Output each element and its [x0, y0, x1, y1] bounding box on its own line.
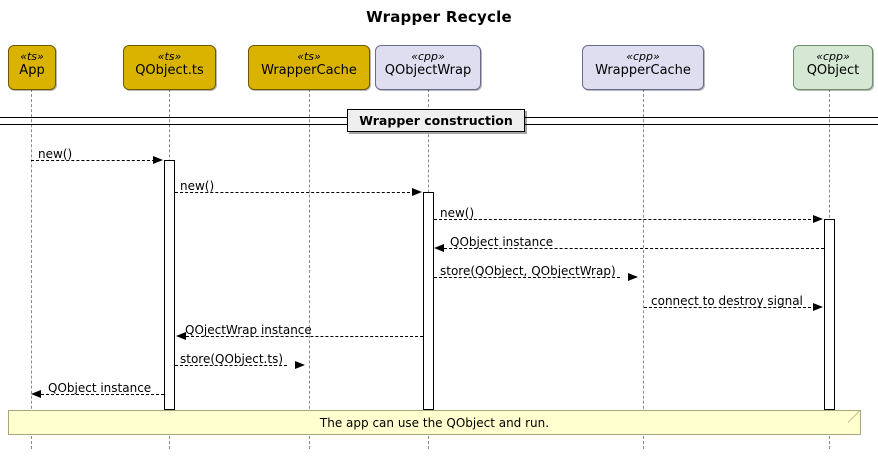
participant-qobject-cpp-stereotype: «cpp» — [816, 50, 850, 63]
message-line-5 — [434, 277, 620, 278]
message-arrowhead-4 — [434, 243, 444, 252]
participant-wrappercache-cpp[interactable]: «cpp» WrapperCache — [582, 45, 704, 90]
note-app-can-use: The app can use the QObject and run. — [8, 410, 861, 435]
message-line-4 — [444, 248, 824, 249]
participant-app-stereotype: «ts» — [20, 50, 44, 63]
lifeline-wrappercache-cpp — [643, 89, 644, 449]
message-label-2: new() — [180, 179, 215, 193]
message-label-1: new() — [38, 147, 73, 161]
participant-wrappercache-ts-stereotype: «ts» — [297, 50, 321, 63]
participant-wrappercache-cpp-name: WrapperCache — [595, 63, 691, 79]
participant-app-name: App — [19, 63, 45, 79]
message-arrowhead-5 — [628, 272, 638, 281]
message-line-7 — [186, 336, 423, 337]
message-label-5: store(QObject, QObjectWrap) — [440, 264, 616, 278]
message-line-6 — [644, 307, 816, 308]
message-line-1 — [31, 160, 155, 161]
participant-wrappercache-ts[interactable]: «ts» WrapperCache — [248, 45, 370, 90]
message-arrowhead-3 — [813, 214, 823, 223]
message-arrowhead-6 — [813, 302, 823, 311]
note-text: The app can use the QObject and run. — [319, 416, 550, 430]
participant-qobjectwrap[interactable]: «cpp» QObjectWrap — [375, 45, 481, 90]
message-line-3 — [434, 219, 816, 220]
participant-wrappercache-ts-name: WrapperCache — [261, 63, 357, 79]
message-label-9: QObject instance — [48, 381, 152, 395]
message-line-2 — [175, 192, 415, 193]
participant-qobjectwrap-name: QObjectWrap — [384, 63, 472, 79]
message-arrowhead-2 — [412, 187, 422, 196]
divider-wrapper-construction: Wrapper construction — [347, 109, 525, 132]
participant-qobject-ts-stereotype: «ts» — [157, 50, 182, 63]
message-label-3: new() — [440, 206, 475, 220]
lifeline-app — [31, 89, 32, 449]
message-line-8 — [175, 365, 287, 366]
participant-wrappercache-cpp-stereotype: «cpp» — [626, 50, 660, 63]
activation-qobject-ts — [164, 160, 175, 410]
message-arrowhead-8 — [295, 360, 305, 369]
message-label-4: QObject instance — [450, 235, 554, 249]
activation-qobjectwrap — [423, 192, 434, 410]
participant-qobject-ts[interactable]: «ts» QObject.ts — [123, 45, 216, 90]
participant-qobjectwrap-stereotype: «cpp» — [411, 50, 445, 63]
activation-qobject-cpp — [824, 219, 835, 410]
message-label-6: connect to destroy signal — [651, 294, 803, 308]
participant-qobject-ts-name: QObject.ts — [135, 63, 204, 79]
message-label-7: QOjectWrap instance — [185, 323, 312, 337]
message-arrowhead-1 — [153, 155, 163, 164]
page-title: Wrapper Recycle — [366, 8, 512, 26]
note-fold-corner-inner-icon — [848, 411, 859, 422]
message-line-9 — [41, 394, 164, 395]
divider-label: Wrapper construction — [359, 113, 513, 128]
participant-app[interactable]: «ts» App — [8, 45, 56, 90]
message-arrowhead-7 — [176, 331, 186, 340]
message-label-8: store(QObject.ts) — [180, 352, 284, 366]
participant-qobject-cpp-name: QObject — [806, 63, 860, 79]
participant-qobject-cpp[interactable]: «cpp» QObject — [793, 45, 873, 90]
lifeline-wrappercache-ts — [309, 89, 310, 449]
message-arrowhead-9 — [31, 389, 41, 398]
